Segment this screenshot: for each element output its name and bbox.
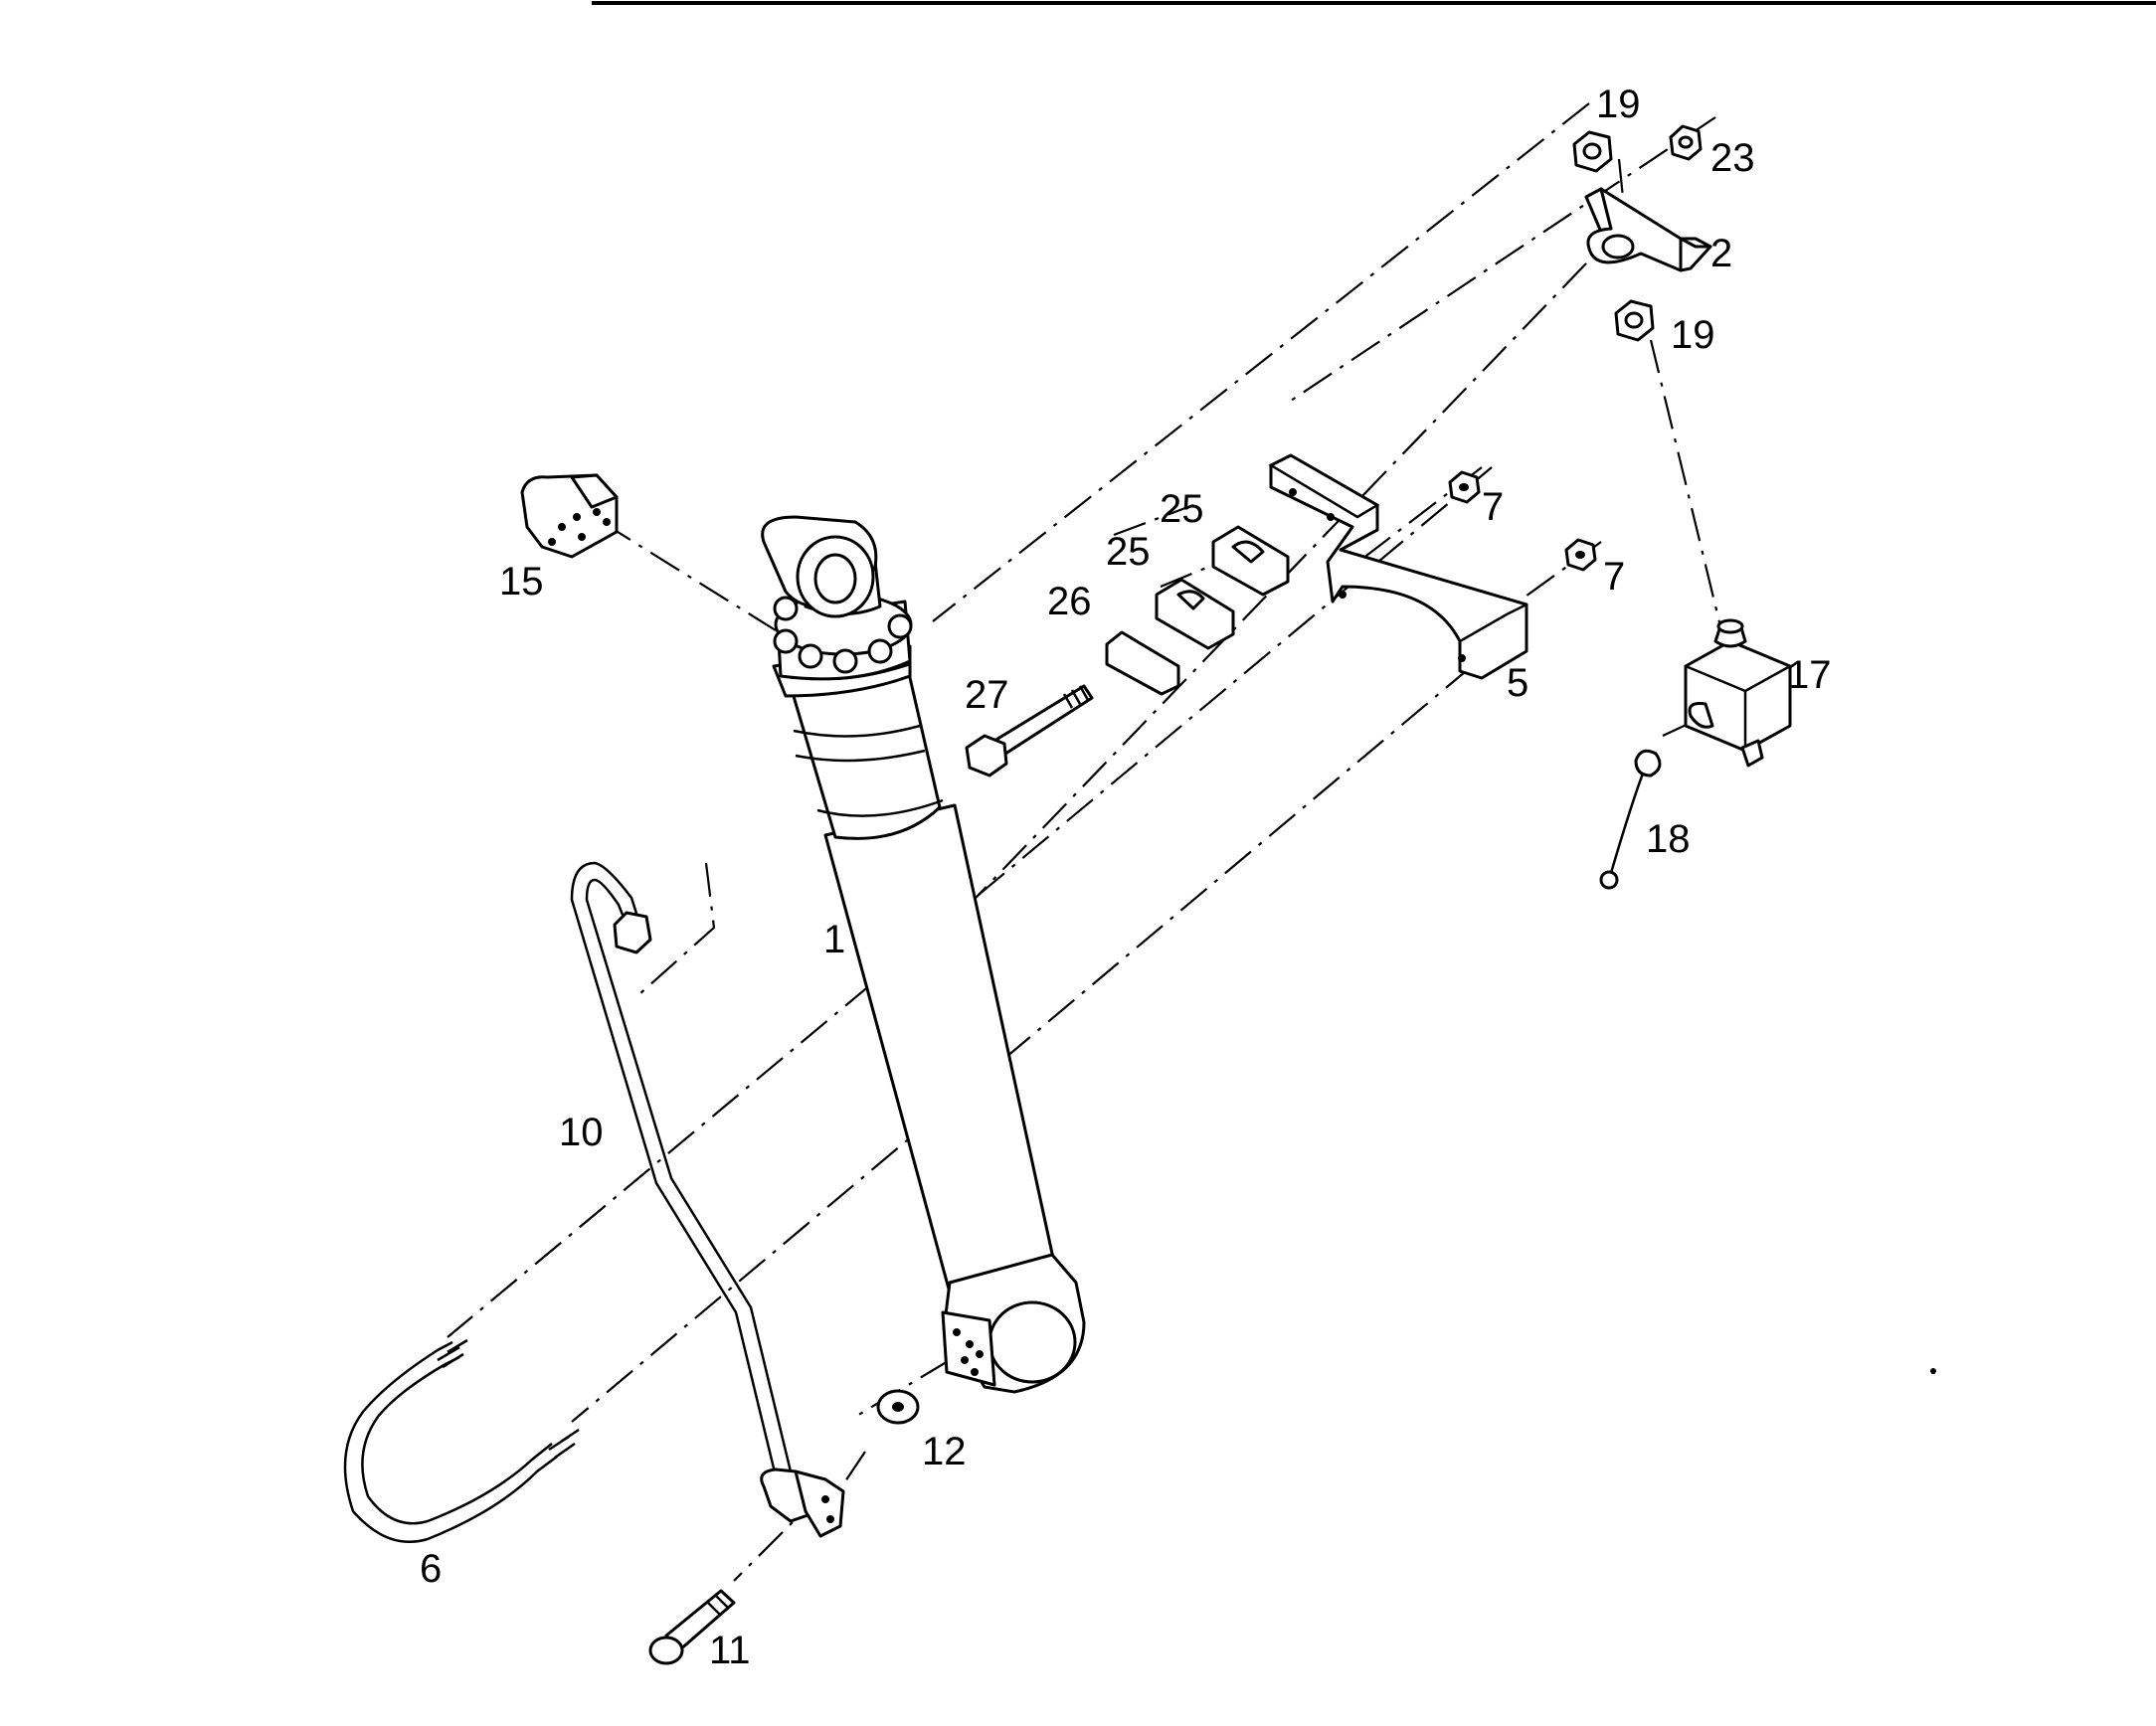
valve-block [1684, 618, 1792, 768]
callout-11: 11 [709, 1629, 751, 1672]
callout-5: 5 [1507, 661, 1528, 705]
callout-23: 23 [1710, 136, 1755, 180]
clamp-half-lower [1155, 578, 1235, 650]
callout-19-bottom: 19 [1671, 313, 1715, 357]
callout-6: 6 [420, 1547, 442, 1591]
nut-lower [1564, 538, 1597, 572]
hydraulic-cylinder [761, 515, 1086, 1394]
socket-bolt [648, 1589, 736, 1665]
cover-plate [1105, 630, 1180, 696]
lock-nut [1669, 124, 1703, 161]
nut-upper [1448, 470, 1481, 504]
callout-1: 1 [823, 918, 845, 961]
hex-bolt-long [965, 684, 1094, 777]
angle-bracket [1584, 187, 1712, 272]
callout-18: 18 [1646, 817, 1691, 861]
callout-26: 26 [1047, 580, 1092, 623]
callout-15: 15 [499, 560, 544, 604]
callout-25-lower: 25 [1106, 530, 1151, 574]
callout-12: 12 [922, 1430, 967, 1473]
callout-17: 17 [1787, 653, 1832, 697]
assembly-lines [447, 102, 1722, 1582]
callout-27: 27 [965, 673, 1009, 717]
callout-25-upper: 25 [1160, 487, 1204, 531]
pipe-flange [520, 473, 619, 559]
stray-dot [1930, 1368, 1936, 1374]
callout-2: 2 [1710, 232, 1732, 275]
callout-19-top: 19 [1596, 83, 1641, 126]
nut-bottom [1614, 299, 1655, 342]
u-bolt [343, 1338, 580, 1543]
callout-10: 10 [559, 1111, 604, 1154]
callout-labels: 1 2 5 6 7 7 10 11 12 15 17 18 19 19 23 2… [420, 83, 1832, 1672]
callout-7-lower: 7 [1603, 555, 1625, 599]
mounting-bracket [1268, 453, 1528, 680]
banjo-pipe [1599, 749, 1662, 890]
clamp-half-upper [1211, 525, 1290, 597]
hydraulic-pipe [570, 861, 845, 1538]
callout-7-upper: 7 [1482, 485, 1504, 529]
washer [876, 1389, 920, 1425]
nut-top [1572, 130, 1613, 173]
